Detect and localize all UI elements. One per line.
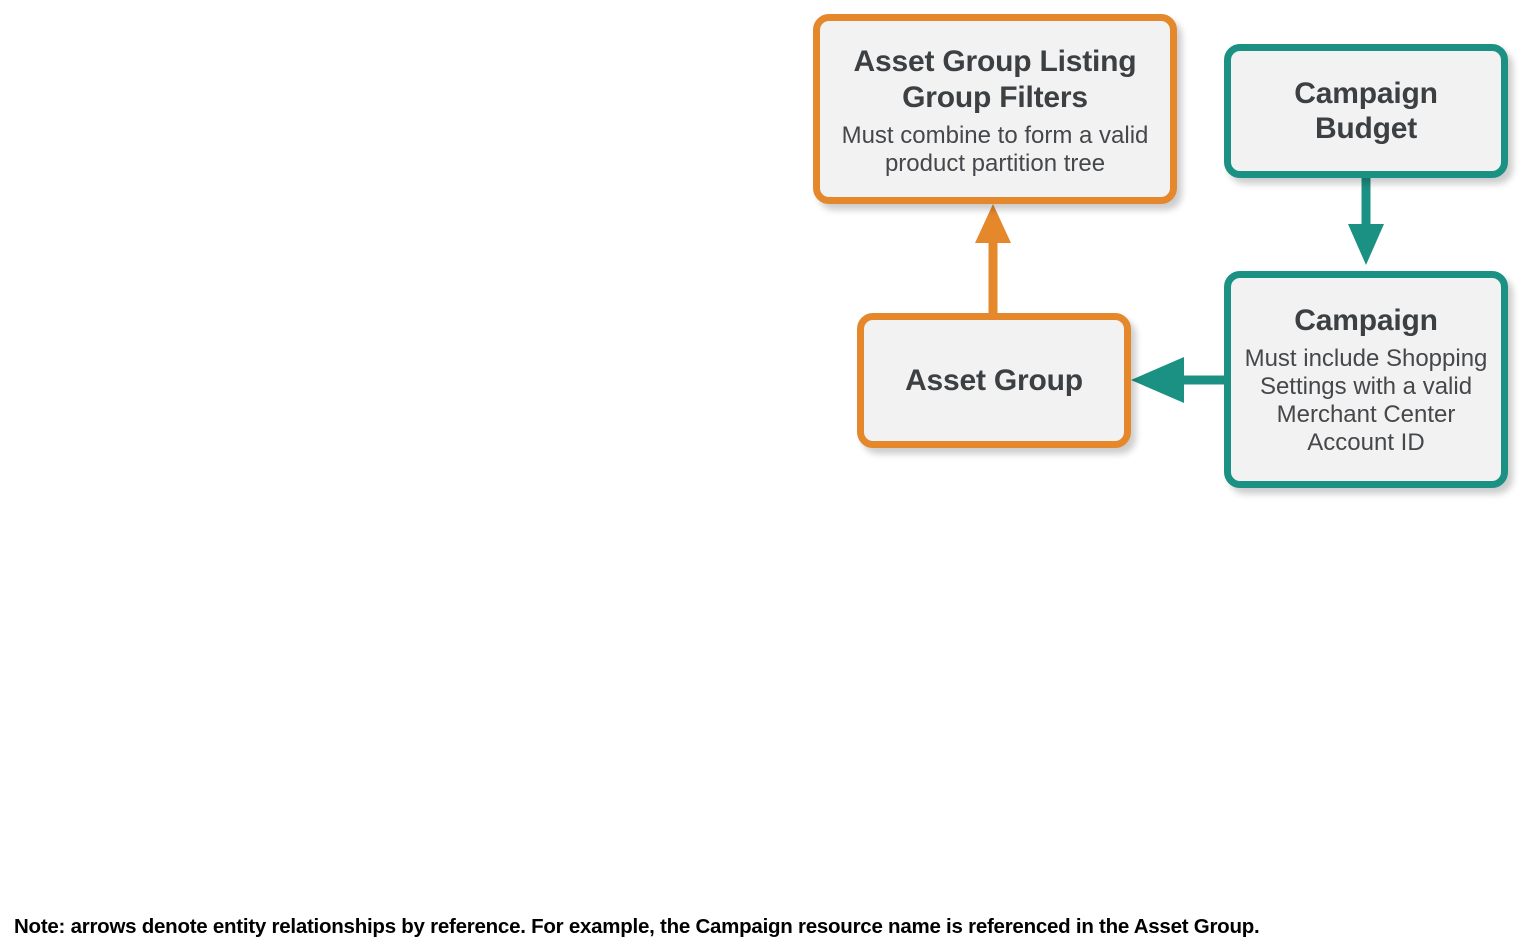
node-campaign[interactable]: Campaign Must include Shopping Settings … [1224, 271, 1508, 488]
node-asset-group-listing-group-filters[interactable]: Asset Group Listing Group Filters Must c… [813, 14, 1177, 204]
arrowhead-left-teal [1131, 357, 1184, 403]
node-description-campaign: Must include Shopping Settings with a va… [1244, 345, 1488, 456]
node-campaign-budget[interactable]: Campaign Budget [1224, 44, 1508, 178]
node-asset-group[interactable]: Asset Group [857, 313, 1131, 448]
node-description-asset-group-listing-group-filters: Must combine to form a valid product par… [841, 122, 1149, 177]
edge-campaign-budget-to-campaign [1348, 178, 1384, 265]
edge-campaign-to-asset-group [1131, 357, 1224, 403]
node-title-asset-group: Asset Group [905, 363, 1083, 397]
arrowhead-up-orange [975, 204, 1011, 243]
node-title-asset-group-listing-group-filters: Asset Group Listing Group Filters [853, 45, 1137, 114]
edge-asset-group-to-filters [975, 204, 1011, 313]
node-title-campaign-budget: Campaign Budget [1294, 76, 1438, 145]
diagram-note: Note: arrows denote entity relationships… [14, 915, 1260, 938]
arrowhead-down-teal [1348, 224, 1384, 265]
node-title-campaign: Campaign [1294, 303, 1438, 337]
